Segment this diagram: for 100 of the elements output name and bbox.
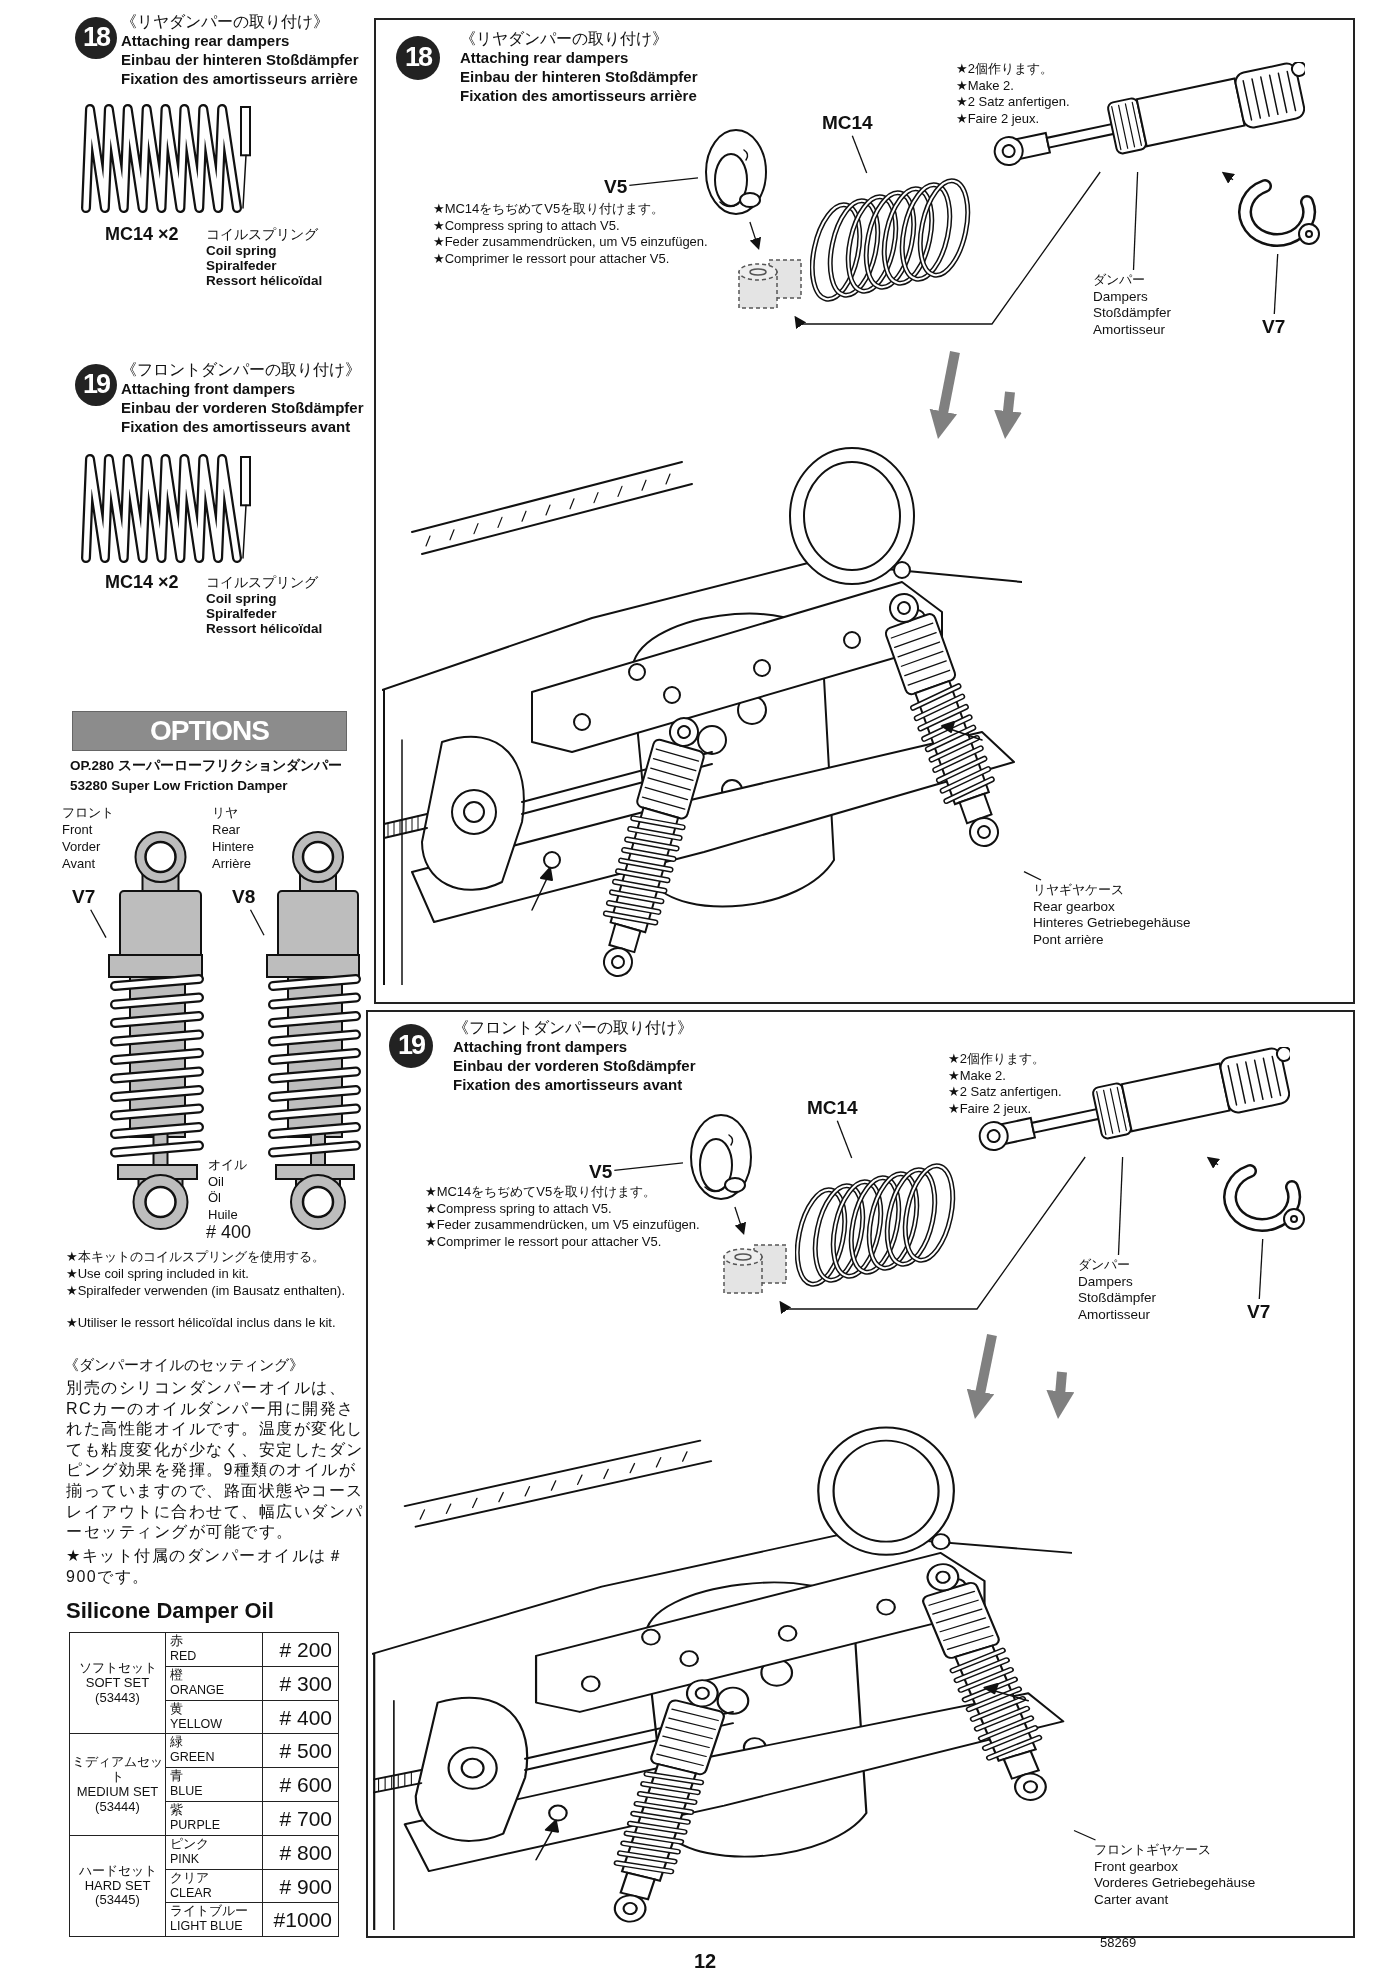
step-number-badge: 18 <box>75 17 117 59</box>
part-label: V8 <box>232 886 256 908</box>
step-heading: Einbau der vorderen Stoßdämpfer <box>453 1057 696 1075</box>
part-label: V7 <box>1247 1301 1271 1323</box>
arrow <box>734 1206 747 1235</box>
part-name: コイルスプリング <box>206 226 318 243</box>
arrow <box>929 351 960 439</box>
part-label: フロントギヤケース <box>1094 1842 1212 1859</box>
note-text: ★Comprimer le ressort pour attacher V5. <box>433 251 670 267</box>
step-number-badge: 18 <box>396 36 440 80</box>
part-label: MC14 <box>822 112 873 134</box>
position-label: Arrière <box>212 857 251 872</box>
arrow <box>994 391 1022 439</box>
position-label: Vorder <box>62 840 101 855</box>
note-text: ★Feder zusammendrücken, um V5 einzufügen. <box>433 235 708 250</box>
oil-label: Öl <box>208 1191 221 1206</box>
position-label: リヤ <box>212 806 238 821</box>
step-heading: 《フロントダンパーの取り付け》 <box>453 1019 693 1037</box>
leader-line <box>1073 1829 1097 1841</box>
part-name: Ressort hélicoïdal <box>206 273 323 289</box>
step-heading: Fixation des amortisseurs arrière <box>121 70 358 88</box>
part-label: MC14 <box>807 1097 858 1119</box>
part-label: Stoßdämpfer <box>1093 305 1172 322</box>
part-label: Rear gearbox <box>1033 898 1116 915</box>
leader-line <box>628 177 699 187</box>
oil-label: オイル <box>208 1158 247 1173</box>
part-label: Pont arrière <box>1033 931 1105 948</box>
section-banner: OPTIONS <box>72 711 347 751</box>
part-name: Coil spring <box>206 591 277 607</box>
part-label: Amortisseur <box>1078 1306 1151 1323</box>
part-label: V7 <box>1262 316 1286 338</box>
part-name: Coil spring <box>206 243 277 259</box>
part-label: Dampers <box>1093 288 1149 305</box>
leader-line <box>851 135 868 174</box>
part-label: ダンパー <box>1093 272 1146 289</box>
part-label: V5 <box>589 1161 613 1183</box>
note-text: ★Comprimer le ressort pour attacher V5. <box>425 1234 662 1250</box>
part-label: Amortisseur <box>1093 321 1166 338</box>
part-code: MC14 ×2 <box>105 572 179 593</box>
part-name: コイルスプリング <box>206 574 318 591</box>
product-name: 53280 Super Low Friction Damper <box>70 778 288 794</box>
step-heading: Einbau der hinteren Stoßdämpfer <box>460 68 698 86</box>
note-text: ★2個作ります。 <box>956 62 1053 77</box>
product-number: 58269 <box>1100 1936 1137 1951</box>
table-cell: # 200 <box>262 1632 339 1667</box>
note-text: ★2個作ります。 <box>948 1052 1045 1067</box>
step-heading: 《リヤダンパーの取り付け》 <box>121 13 329 31</box>
step-number-badge: 19 <box>389 1024 433 1068</box>
panel-frame <box>366 1010 1355 1938</box>
step-heading: Einbau der hinteren Stoßdämpfer <box>121 51 359 69</box>
leader-line <box>249 909 265 936</box>
part-label: Front gearbox <box>1094 1858 1180 1875</box>
step-heading: Einbau der vorderen Stoßdämpfer <box>121 399 364 417</box>
table-title: Silicone Damper Oil <box>66 1598 274 1624</box>
note-text: ★Make 2. <box>948 1068 1006 1084</box>
arrow <box>1206 1156 1220 1169</box>
step-heading: Attaching front dampers <box>121 380 296 398</box>
step-heading: Fixation des amortisseurs arrière <box>460 87 697 105</box>
note-text: ★Compress spring to attach V5. <box>425 1201 612 1217</box>
note-text: ★Faire 2 jeux. <box>948 1101 1032 1117</box>
section-heading: 《ダンパーオイルのセッティング》 <box>64 1356 304 1374</box>
arrow <box>749 221 762 250</box>
note-text: ★Utiliser le ressort hélicoïdal inclus dans le kit. <box>66 1316 337 1331</box>
part-label: V5 <box>604 176 628 198</box>
leader-line <box>1273 253 1279 315</box>
part-code: MC14 ×2 <box>105 224 179 245</box>
note-text: ★Feder zusammendrücken, um V5 einzufügen. <box>425 1218 700 1233</box>
step-heading: Attaching rear dampers <box>460 49 629 67</box>
position-label: フロント <box>62 806 114 821</box>
page-number: 12 <box>694 1950 717 1973</box>
part-name: Spiralfeder <box>206 606 277 622</box>
note-text: ★本キットのコイルスプリングを使用する。 <box>66 1250 326 1265</box>
table-cell: #1000 <box>262 1902 339 1938</box>
part-label: Hinteres Getriebegehäuse <box>1033 915 1191 932</box>
paragraph: 別売のシリコンダンパーオイルは、RCカーのオイルダンパー用に開発された高性能オイルです。温度が変化しても粘度変化が少なく、安定したダンピング効果を発揮。9種類のオイルが揃っていますので、路面状態やコースレイアウトに合わせて、幅広いダンパーセッティングが可能です。 <box>66 1378 365 1543</box>
note-text: ★Use coil spring included in kit. <box>66 1267 250 1282</box>
part-label: Dampers <box>1078 1273 1134 1290</box>
step-heading: Fixation des amortisseurs avant <box>121 418 351 436</box>
note-text: ★Make 2. <box>956 78 1014 94</box>
arrow <box>794 171 1101 330</box>
arrow <box>1046 1371 1075 1419</box>
oil-label: Oil <box>208 1174 224 1190</box>
table-cell: ハードセット HARD SET (53445) <box>69 1834 166 1938</box>
part-label: ダンパー <box>1078 1257 1131 1274</box>
part-label: Vorderes Getriebegehäuse <box>1094 1875 1256 1892</box>
part-label: V7 <box>72 886 96 908</box>
part-label: Carter avant <box>1094 1891 1170 1908</box>
leader-line <box>1132 171 1139 271</box>
leader-line <box>90 909 107 939</box>
note-text: ★Spiralfeder verwenden (im Bausatz enthalten). <box>66 1284 347 1299</box>
part-label: リヤギヤケース <box>1033 882 1125 899</box>
part-label: Stoßdämpfer <box>1078 1290 1157 1307</box>
step-heading: Attaching front dampers <box>453 1038 628 1056</box>
leader-line <box>1258 1238 1264 1300</box>
note-text: ★Compress spring to attach V5. <box>433 218 620 234</box>
note-text: ★キット付属のダンパーオイルは＃900です。 <box>66 1546 346 1587</box>
position-label: Avant <box>62 857 95 872</box>
leader-line <box>1117 1156 1124 1256</box>
position-label: Rear <box>212 823 241 838</box>
note-text: ★2 Satz anfertigen. <box>956 95 1070 110</box>
